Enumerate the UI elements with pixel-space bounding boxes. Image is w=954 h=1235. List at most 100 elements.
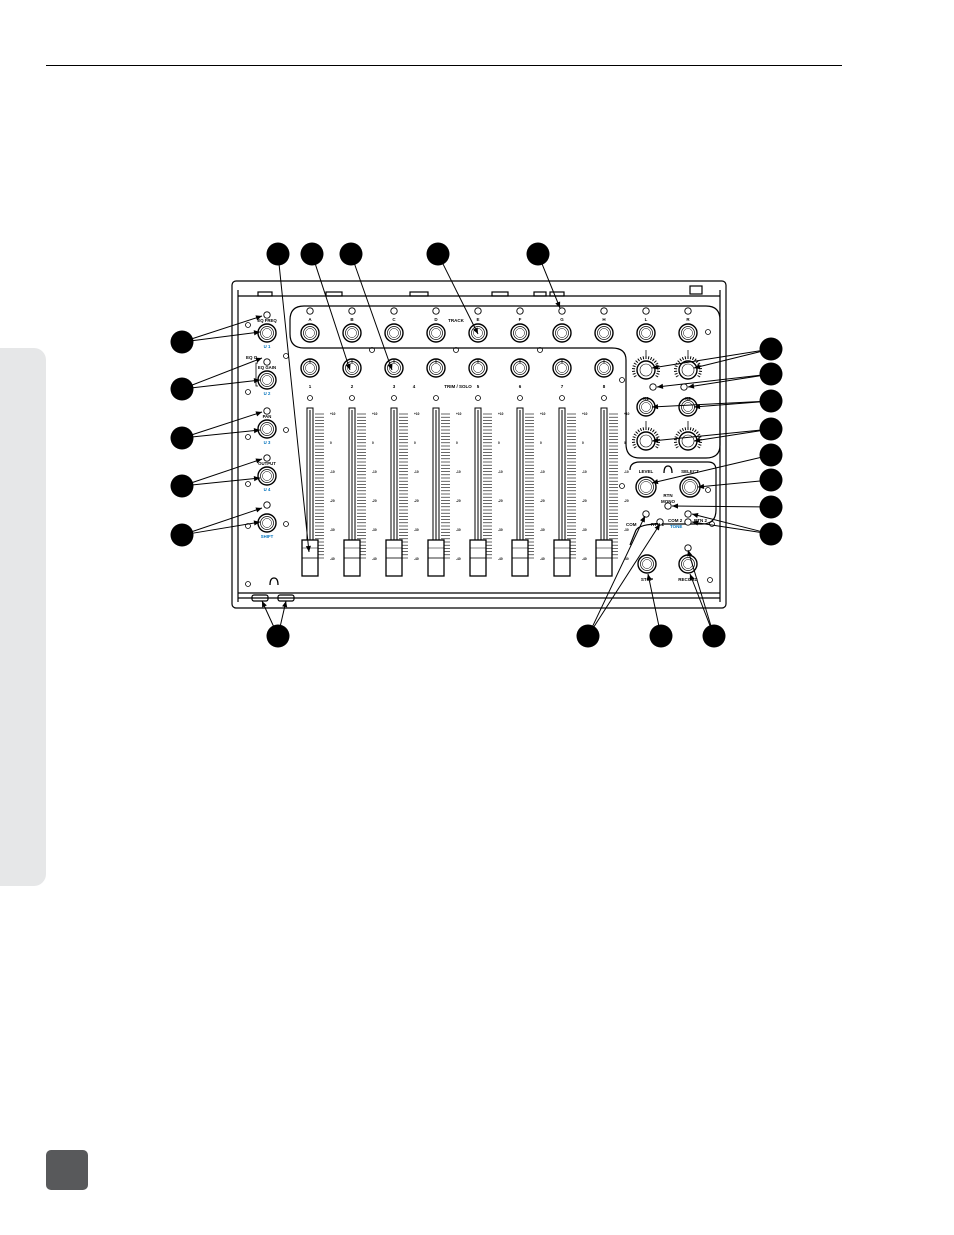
track-led-b: [348, 307, 356, 315]
select-button[interactable]: [679, 476, 701, 498]
fader-scale-label: -30: [624, 528, 629, 532]
rotary-knob-l-lower[interactable]: [632, 421, 660, 451]
track-button-b[interactable]: [342, 323, 362, 343]
fader-scale-label: +10: [582, 412, 588, 416]
fader-channel-4[interactable]: +100-10-20-30-40: [427, 407, 462, 577]
channel-number: 2: [351, 384, 354, 389]
x2-button[interactable]: [678, 397, 698, 417]
left-led-4: [263, 501, 271, 509]
rtn1-label: RTN 1: [651, 522, 664, 527]
fader-channel-1[interactable]: +100-10-20-30-40: [301, 407, 336, 577]
fader-channel-5[interactable]: +100-10-20-30-40: [469, 407, 504, 577]
fader-scale-label: -40: [624, 557, 629, 561]
fader-scale-label: -20: [372, 499, 377, 503]
left-control-sub-label: SHIFT: [261, 534, 274, 539]
headphone-icon-monitor: [663, 465, 673, 474]
fader-scale-label: -10: [624, 470, 629, 474]
left-control-sub-label: U 1: [264, 344, 271, 349]
callout-14: [651, 417, 783, 443]
eq-on-label: EQ O: [246, 355, 258, 360]
left-control-button-shift[interactable]: [257, 513, 277, 533]
track-button-label: B: [350, 317, 354, 322]
trim-solo-knob-5[interactable]: [468, 358, 488, 378]
rotary-knob-r-upper[interactable]: [674, 350, 702, 380]
left-control-button-eq-gain[interactable]: [257, 370, 277, 390]
fader-scale-label: 0: [498, 441, 500, 445]
fader-channel-6[interactable]: +100-10-20-30-40: [511, 407, 546, 577]
track-button-d[interactable]: [426, 323, 446, 343]
fader-scale-label: +10: [414, 412, 420, 416]
track-button-label: A: [308, 317, 312, 322]
rotary-knob-r-lower[interactable]: [674, 421, 702, 451]
left-control-label: PAN: [263, 414, 272, 419]
track-button-label: H: [602, 317, 605, 322]
track-button-f[interactable]: [510, 323, 530, 343]
channel-number: 8: [603, 384, 606, 389]
callouts: [170, 242, 783, 648]
channel-screw: [307, 395, 313, 401]
rtn2-label: RTN 2: [694, 518, 707, 523]
callout-13: [651, 389, 783, 413]
level-knob[interactable]: [635, 476, 657, 498]
trim-solo-knob-4[interactable]: [426, 358, 446, 378]
rtn1-led: [656, 518, 664, 526]
record-label: RECORD: [678, 577, 698, 582]
left-control-button-output[interactable]: [257, 466, 277, 486]
track-button-r[interactable]: [678, 323, 698, 343]
fader-channel-8[interactable]: +100-10-20-30-40: [595, 407, 630, 577]
fader-scale-label: 0: [330, 441, 332, 445]
fader-scale-label: -30: [540, 528, 545, 532]
trim-solo-knob-7[interactable]: [552, 358, 572, 378]
stop-button[interactable]: [637, 554, 657, 574]
fader-scale-label: -30: [456, 528, 461, 532]
track-button-h[interactable]: [594, 323, 614, 343]
left-control-button-pan[interactable]: [257, 419, 277, 439]
chassis: [231, 280, 727, 609]
fader-scale-label: -10: [582, 470, 587, 474]
left-control-label: OUTPUT: [258, 461, 276, 466]
header-rule: [46, 65, 842, 66]
fader-scale-label: -40: [372, 557, 377, 561]
track-button-c[interactable]: [384, 323, 404, 343]
track-button-g[interactable]: [552, 323, 572, 343]
fader-scale-label: 0: [372, 441, 374, 445]
trim-solo-knob-2[interactable]: [342, 358, 362, 378]
track-button-a[interactable]: [300, 323, 320, 343]
x1-label: X1: [643, 396, 649, 401]
left-control-button-eq-freq[interactable]: [257, 323, 277, 343]
callout-1: [266, 242, 311, 553]
left-control-label: EQ GAIN: [258, 365, 276, 370]
callout-11: [651, 337, 783, 370]
callout-5: [526, 242, 561, 309]
fader-scale-label: -30: [414, 528, 419, 532]
fader-scale-label: -20: [498, 499, 503, 503]
trim-solo-knob-1[interactable]: [300, 358, 320, 378]
fader-channel-7[interactable]: +100-10-20-30-40: [553, 407, 588, 577]
rotary-knob-l-upper[interactable]: [632, 350, 660, 380]
fader-scale-label: +10: [498, 412, 504, 416]
com-label: COM: [626, 522, 637, 527]
fader-scale-label: -30: [582, 528, 587, 532]
left-control-sub-label: U 2: [264, 391, 271, 396]
rtn-mono-led: [664, 502, 672, 510]
channel-number: 4: [413, 384, 416, 389]
trim-solo-knob-6[interactable]: [510, 358, 530, 378]
trim-solo-knob-8[interactable]: [594, 358, 614, 378]
track-label: TRACK: [448, 318, 464, 323]
callout-21: [646, 573, 673, 648]
fader-scale-label: -40: [582, 557, 587, 561]
fader-channel-3[interactable]: +100-10-20-30-40: [385, 407, 420, 577]
callout-16: [697, 468, 783, 492]
trim-solo-knob-3[interactable]: [384, 358, 404, 378]
track-button-l[interactable]: [636, 323, 656, 343]
fader-channel-2[interactable]: +100-10-20-30-40: [343, 407, 378, 577]
left-led-3: [263, 454, 271, 462]
x2-label: X2: [685, 396, 691, 401]
callout-9: [170, 458, 263, 498]
record-button[interactable]: [678, 554, 698, 574]
left-control-label: EQ FREQ: [257, 318, 277, 323]
x1-button[interactable]: [636, 397, 656, 417]
track-led-e: [474, 307, 482, 315]
